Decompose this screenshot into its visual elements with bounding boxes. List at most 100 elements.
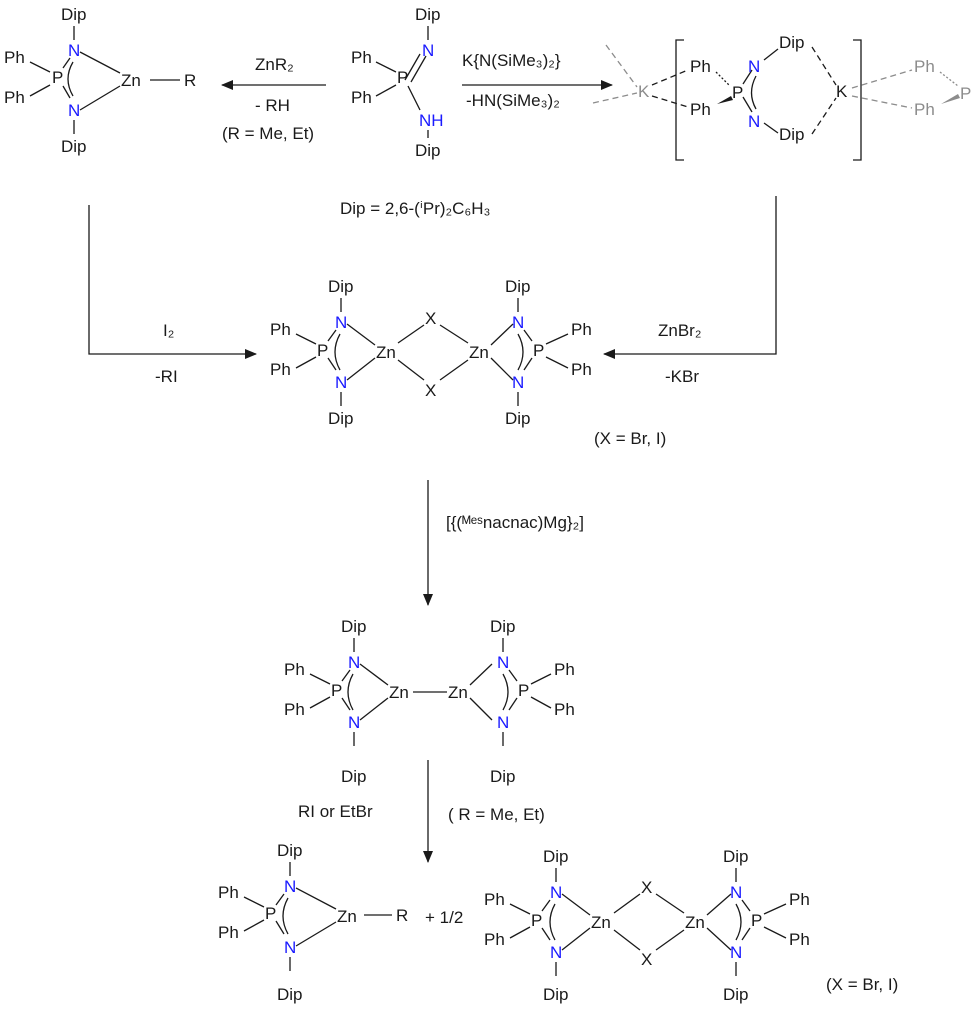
halide-bridged-dimer: Dip N Ph Ph P N Dip Zn X X Zn Dip N P N	[270, 277, 592, 428]
dip-label: Dip	[341, 617, 367, 636]
phosphorus-label: P	[751, 911, 762, 930]
nitrogen-label: N	[748, 57, 760, 76]
nitrogen-label: N	[348, 713, 360, 732]
phenyl-label: Ph	[351, 88, 372, 107]
dip-label: Dip	[543, 847, 569, 866]
byproduct-kbr: -KBr	[665, 367, 699, 386]
phosphorus-label: P	[518, 681, 529, 700]
nitrogen-label: N	[512, 373, 524, 392]
nitrogen-label: N	[422, 41, 434, 60]
phenyl-label: Ph	[284, 660, 305, 679]
amine-label: NH	[419, 111, 444, 130]
phenyl-label: Ph	[284, 700, 305, 719]
r-definition: (R = Me, Et)	[222, 124, 314, 143]
zinc-label: Zn	[448, 683, 468, 702]
dip-label: Dip	[779, 33, 805, 52]
arrow-alkyl-halide: RI or EtBr ( R = Me, Et)	[298, 760, 545, 863]
plus-half-label: + 1/2	[425, 908, 463, 927]
dip-label: Dip	[61, 5, 87, 24]
reagent-iodine: I₂	[163, 321, 174, 340]
potassium-label: K	[638, 82, 650, 101]
zinc-label: Zn	[337, 907, 357, 926]
nitrogen-label: N	[550, 883, 562, 902]
phenyl-label: Ph	[270, 320, 291, 339]
phenyl-label: Ph	[554, 660, 575, 679]
arrow-znr2: ZnR₂ - RH (R = Me, Et)	[221, 55, 326, 143]
phenyl-label: Ph	[4, 48, 25, 67]
phosphorus-label: P	[533, 341, 544, 360]
reagent-znbr2: ZnBr₂	[658, 321, 701, 340]
halide-bridged-dimer-bottom: Dip N Ph Ph P N Dip Zn X X Zn Dip N P N	[484, 847, 810, 1004]
phenyl-label: Ph	[554, 700, 575, 719]
phosphorus-label: P	[960, 84, 971, 103]
dip-label: Dip	[328, 277, 354, 296]
nitrogen-label: N	[730, 883, 742, 902]
phenyl-label: Ph	[218, 883, 239, 902]
nitrogen-label: N	[748, 112, 760, 131]
nitrogen-label: N	[497, 653, 509, 672]
dip-definition: Dip = 2,6-(ⁱPr)₂C₆H₃	[340, 199, 490, 218]
nitrogen-label: N	[550, 943, 562, 962]
dip-label: Dip	[505, 409, 531, 428]
dip-label: Dip	[415, 141, 441, 160]
dip-label: Dip	[490, 617, 516, 636]
phosphorus-label: P	[265, 904, 276, 923]
potassium-salt-polymer: K Ph Ph P N N Dip Dip K Ph Ph P	[592, 33, 971, 161]
zinc-label: Zn	[685, 913, 705, 932]
zinc-zinc-bonded-dimer: Dip N Ph Ph P N Dip Zn Zn Dip N P N Dip …	[284, 617, 575, 786]
phenyl-label: Ph	[789, 890, 810, 909]
nitrogen-label: N	[335, 373, 347, 392]
dip-label: Dip	[61, 137, 87, 156]
phosphorus-label: P	[397, 68, 408, 87]
dip-label: Dip	[277, 985, 303, 1004]
phenyl-label: Ph	[914, 57, 935, 76]
zinc-label: Zn	[591, 913, 611, 932]
phenyl-label: Ph	[484, 890, 505, 909]
phenyl-label: Ph	[690, 100, 711, 119]
nitrogen-label: N	[284, 938, 296, 957]
dip-label: Dip	[505, 277, 531, 296]
phenyl-label: Ph	[270, 360, 291, 379]
r-group-label: R	[184, 71, 196, 90]
dip-label: Dip	[490, 767, 516, 786]
phosphorus-label: P	[331, 681, 342, 700]
dip-label: Dip	[341, 767, 367, 786]
dip-label: Dip	[723, 847, 749, 866]
x-definition: (X = Br, I)	[826, 975, 898, 994]
byproduct-rh: - RH	[255, 96, 290, 115]
byproduct-ri: -RI	[155, 367, 178, 386]
dip-label: Dip	[415, 5, 441, 24]
nitrogen-label: N	[512, 313, 524, 332]
zinc-label: Zn	[469, 343, 489, 362]
dip-label: Dip	[779, 125, 805, 144]
zinc-alkyl-monomer-bottom: Dip N Ph Ph P N Dip Zn R	[218, 841, 408, 1004]
arrow-zinc-bromide: ZnBr₂ -KBr	[603, 196, 777, 386]
phosphorus-label: P	[317, 341, 328, 360]
phosphorus-label: P	[52, 68, 63, 87]
bridging-halide-label: X	[425, 309, 436, 328]
x-definition: (X = Br, I)	[594, 429, 666, 448]
r-group-label: R	[396, 906, 408, 925]
reagent-magnesium-dimer: [{(ᴹᵉˢnacnac)Mg}₂]	[446, 513, 584, 532]
phenyl-label: Ph	[484, 930, 505, 949]
reagent-ri-or-etbr: RI or EtBr	[298, 802, 373, 821]
r-definition: ( R = Me, Et)	[448, 805, 545, 824]
bridging-halide-label: X	[641, 878, 652, 897]
bridging-halide-label: X	[425, 381, 436, 400]
potassium-label: K	[836, 82, 848, 101]
phosphorus-label: P	[531, 911, 542, 930]
phenyl-label: Ph	[914, 100, 935, 119]
phenyl-label: Ph	[690, 57, 711, 76]
phenyl-label: Ph	[4, 88, 25, 107]
dip-label: Dip	[277, 841, 303, 860]
phenyl-label: Ph	[571, 360, 592, 379]
nitrogen-label: N	[730, 943, 742, 962]
dip-label: Dip	[543, 985, 569, 1004]
arrow-magnesium-reduction: [{(ᴹᵉˢnacnac)Mg}₂]	[423, 480, 584, 606]
phenyl-label: Ph	[789, 930, 810, 949]
bridging-halide-label: X	[641, 950, 652, 969]
zinc-alkyl-monomer-top: Dip N Ph Ph P N Zn R Dip	[4, 5, 196, 156]
zinc-label: Zn	[389, 683, 409, 702]
nitrogen-label: N	[68, 101, 80, 120]
